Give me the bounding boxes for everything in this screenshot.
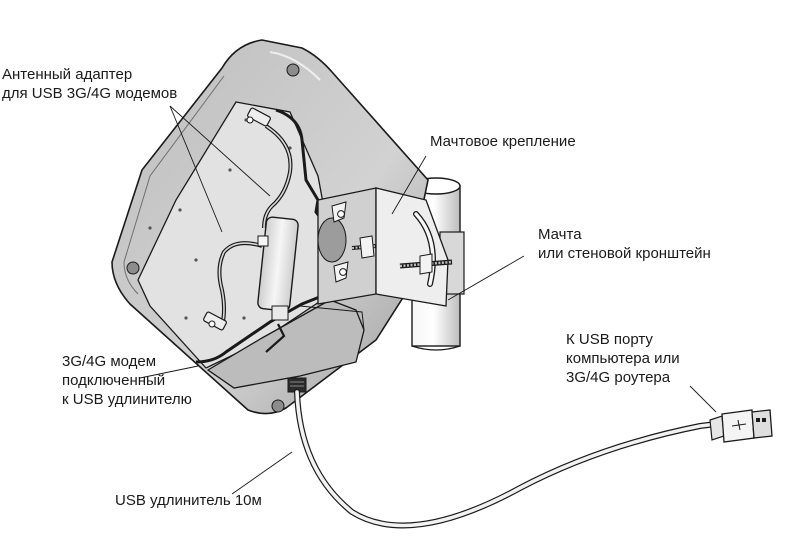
label-modem: 3G/4G модем подключенный к USB удлинител… — [62, 352, 192, 409]
label-modem-line1: 3G/4G модем — [62, 353, 157, 370]
label-usb-extension: USB удлинитель 10м — [115, 491, 262, 510]
label-modem-line2: подключенный — [62, 372, 166, 389]
label-mast-line1: Мачта — [538, 226, 582, 243]
mast-mount-bracket — [317, 187, 453, 307]
usb-plug — [709, 409, 773, 443]
label-mast-mount: Мачтовое крепление — [430, 132, 576, 151]
label-usb-port: К USB порту компьютера или 3G/4G роутера — [566, 330, 680, 387]
usb-modem — [257, 216, 299, 321]
label-usb-extension-text: USB удлинитель 10м — [115, 492, 262, 509]
label-usb-port-line2: компьютера или — [566, 350, 680, 367]
label-antenna-adapter-line1: Антенный адаптер — [2, 66, 133, 83]
usb-extension-cable — [294, 389, 719, 529]
label-usb-port-line1: К USB порту — [566, 331, 653, 348]
leader-lines — [139, 105, 717, 495]
label-antenna-adapter-line2: для USB 3G/4G модемов — [2, 85, 178, 102]
label-antenna-adapter: Антенный адаптер для USB 3G/4G модемов — [2, 65, 177, 103]
label-mast: Мачта или стеновой кронштейн — [538, 225, 711, 263]
lower-housing-block — [195, 294, 365, 393]
label-modem-line3: к USB удлинителю — [62, 391, 192, 408]
label-usb-port-line3: 3G/4G роутера — [566, 369, 671, 386]
label-mast-mount-text: Мачтовое крепление — [430, 133, 576, 150]
adapter-cables — [203, 107, 293, 331]
label-mast-line2: или стеновой кронштейн — [538, 245, 711, 262]
